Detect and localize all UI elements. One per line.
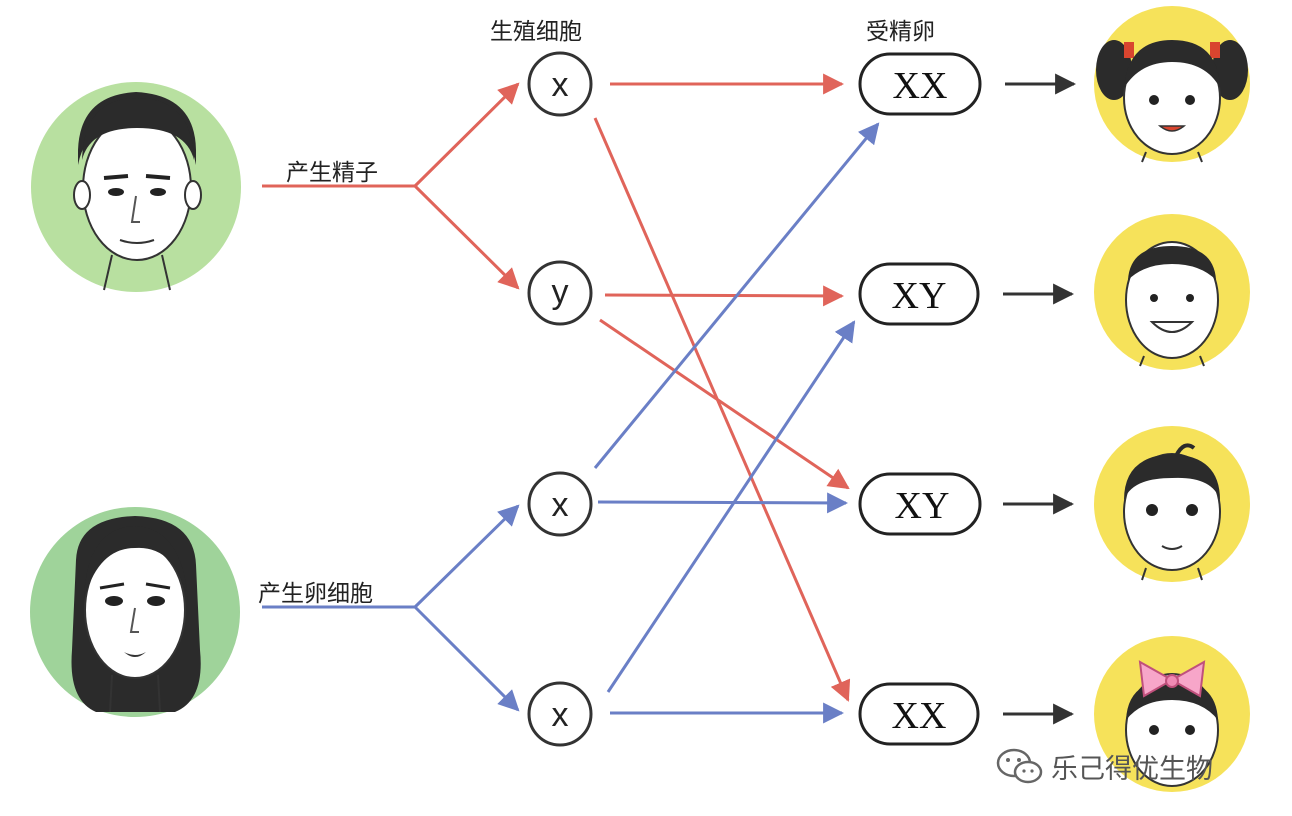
father-portrait xyxy=(31,82,241,292)
zygote-3-label: XY xyxy=(895,485,950,527)
zygote-2-label: XY xyxy=(892,275,947,317)
child-boy xyxy=(1094,426,1250,582)
egg-gamete-x-1: x xyxy=(527,471,593,537)
produce-egg-label: 产生卵细胞 xyxy=(258,581,373,607)
sperm-gamete-x: x xyxy=(527,51,593,117)
wechat-icon xyxy=(996,748,1043,784)
child-girl-bow xyxy=(1094,636,1250,792)
sperm-gamete-y: y xyxy=(527,260,593,326)
child-girl-pigtails xyxy=(1094,6,1250,163)
zygotes-label: 受精卵 xyxy=(866,19,935,45)
zygote-4: XX xyxy=(858,682,980,746)
sperm-gamete-y-label: y xyxy=(552,273,569,311)
zygote-2: XY xyxy=(858,262,980,326)
watermark-text: 乐己得优生物 xyxy=(1051,753,1213,785)
child-boy-smiling xyxy=(1094,214,1250,370)
germ-cells-label: 生殖细胞 xyxy=(490,19,582,45)
sperm-fertilization-arrows xyxy=(593,73,851,702)
egg-gamete-2-label: x xyxy=(552,696,569,734)
produce-sperm-label: 产生精子 xyxy=(286,160,378,186)
result-arrows xyxy=(1003,73,1077,725)
zygote-4-label: XX xyxy=(892,695,947,737)
zygote-1: XX xyxy=(858,52,982,116)
sperm-production-lines xyxy=(262,82,520,290)
egg-fertilization-arrows xyxy=(593,122,880,724)
zygote-3: XY xyxy=(858,472,982,536)
mother-portrait xyxy=(30,507,240,717)
sperm-gamete-x-label: x xyxy=(552,66,569,104)
egg-production-lines xyxy=(262,504,520,712)
zygote-1-label: XX xyxy=(893,65,948,107)
egg-gamete-x-2: x xyxy=(527,681,593,747)
watermark: 乐己得优生物 xyxy=(995,746,1213,786)
egg-gamete-1-label: x xyxy=(552,486,569,524)
